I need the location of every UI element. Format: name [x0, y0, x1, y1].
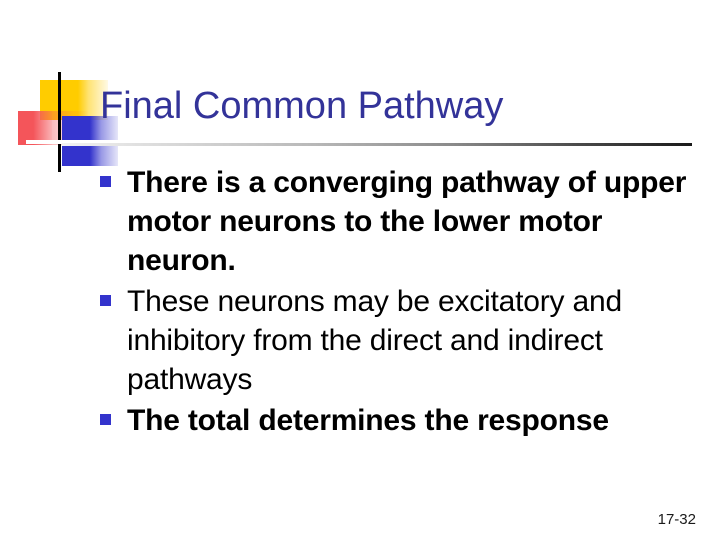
title-divider — [62, 143, 692, 146]
bullet-text: The total determines the response — [127, 404, 609, 437]
logo-horizontal-line — [26, 140, 118, 144]
slide-title: Final Common Pathway — [100, 85, 504, 127]
decorative-logo — [18, 68, 118, 172]
logo-yellow-gradient — [78, 80, 108, 120]
bullet-text: These neurons may be excitatory and inhi… — [127, 285, 622, 396]
bullet-list: There is a converging pathway of upper m… — [100, 163, 705, 442]
logo-vertical-line — [58, 72, 61, 172]
logo-red-square — [18, 111, 52, 145]
bullet-square-icon — [100, 295, 111, 306]
bullet-square-icon — [100, 176, 111, 187]
bullet-text: There is a converging pathway of upper m… — [127, 166, 687, 277]
list-item: There is a converging pathway of upper m… — [100, 163, 705, 280]
bullet-square-icon — [100, 414, 111, 425]
list-item: The total determines the response — [100, 401, 705, 440]
list-item: These neurons may be excitatory and inhi… — [100, 282, 705, 399]
page-number: 17-32 — [657, 511, 696, 528]
